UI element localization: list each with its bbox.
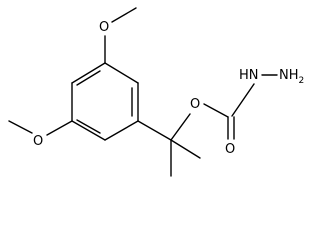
ring-double-bond <box>76 70 101 86</box>
bond-o-methyl <box>111 7 137 23</box>
ring-bond <box>104 62 139 84</box>
ring-bond <box>104 120 139 141</box>
ring-bond <box>71 62 106 84</box>
bond-o-methyl <box>8 120 33 134</box>
nh2-label: NH2 <box>279 68 304 86</box>
bond-methyl-right <box>170 139 201 159</box>
bond-c-n <box>231 83 255 117</box>
dimethyl-carbon <box>137 113 201 177</box>
nh2-subscript: 2 <box>299 76 305 86</box>
carbonyl-oxygen-label: O <box>225 142 235 157</box>
methoxy-top: O <box>99 7 137 64</box>
structure-diagram: O O O O HN NH2 <box>8 7 304 177</box>
molecule-canvas: O O O O HN NH2 <box>8 7 304 177</box>
carbazate-group: O O HN NH2 <box>190 68 304 157</box>
ester-oxygen-label: O <box>190 97 200 112</box>
nh2-main: NH <box>279 68 299 83</box>
hn-label: HN <box>239 68 259 83</box>
ring-double-bond <box>76 119 101 134</box>
bond-ring-o <box>46 120 73 136</box>
ring-bond <box>71 120 106 141</box>
bond-c-o <box>170 113 191 141</box>
bond-o-carbonyl-c <box>203 103 229 118</box>
benzene-ring <box>71 62 139 141</box>
bond-ring-c <box>137 120 172 141</box>
methoxy-left: O <box>8 120 73 149</box>
oxygen-label: O <box>33 134 43 149</box>
oxygen-label: O <box>99 20 109 35</box>
